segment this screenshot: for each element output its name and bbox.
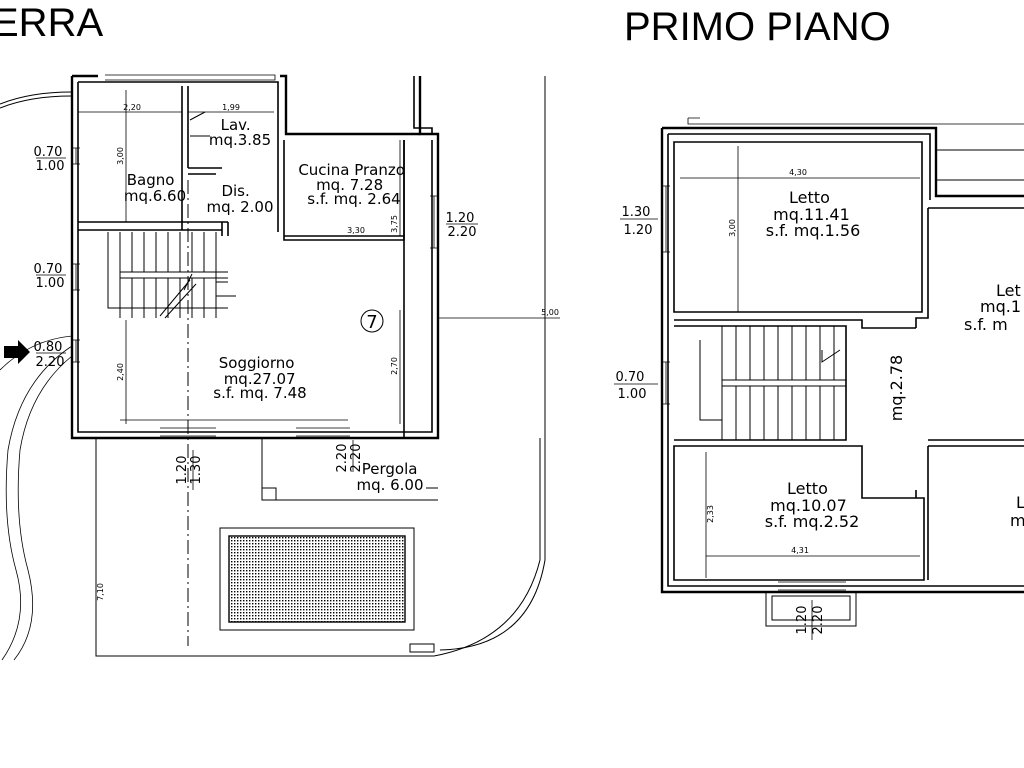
window-label: 0.70 1.00 — [33, 262, 66, 291]
dimension-text: 2,20 — [123, 103, 141, 112]
room-label-letto-3: Letto mq.10.07 s.f. mq.2.52 — [765, 479, 860, 531]
window-label: 1.20 2.20 — [445, 211, 478, 240]
dimension-text: 4,30 — [789, 168, 807, 177]
ground-floor-title: ERRA — [0, 1, 103, 45]
dimension-text: 3,30 — [347, 226, 365, 235]
room-label-dis: Dis. mq. 2.00 — [206, 182, 273, 216]
window-marker — [72, 147, 80, 165]
room-label-lav: Lav. mq.3.85 — [209, 116, 271, 149]
dimension-text: 1,99 — [222, 103, 240, 112]
lot-outline — [95, 438, 434, 657]
pool-outline — [219, 527, 415, 631]
first-floor-title: PRIMO PIANO — [624, 5, 891, 49]
dimension-text: 3,00 — [116, 147, 125, 165]
window-label: 1.30 1.20 — [621, 205, 654, 238]
site-boundary-top — [0, 95, 73, 109]
dimension-text: 3,75 — [390, 215, 399, 233]
dimension-text: 2,40 — [116, 363, 125, 381]
ground-stair — [107, 232, 236, 319]
pergola-outline — [261, 438, 438, 501]
room-label-bagno: Bagno mq.6.60 — [124, 171, 186, 205]
vertical-label: 2.20 — [349, 444, 364, 473]
vertical-label: 1.20 — [795, 606, 810, 635]
unit-number: 7 — [366, 312, 377, 333]
window-label: 0.70 1.00 — [33, 145, 66, 174]
vertical-label: 1.30 — [189, 456, 204, 485]
room-label-soggiorno: Soggiorno mq.27.07 s.f. mq. 7.48 — [213, 354, 306, 402]
vertical-label: 1.20 — [175, 456, 190, 485]
first-exterior-wall — [660, 128, 1024, 594]
dimension-text: 2,33 — [706, 505, 715, 523]
garden-path — [0, 335, 73, 371]
window-label: 0.70 1.00 — [615, 370, 648, 402]
room-label-letto-2: Let mq.1 s.f. m — [964, 281, 1024, 334]
entrance-arrow-icon — [4, 340, 30, 364]
balcony-outline — [765, 592, 857, 627]
room-label-letto-4: L m — [1010, 493, 1024, 530]
dimension-text: 3,00 — [728, 219, 737, 237]
dimension-text: 2,70 — [390, 357, 399, 375]
first-stair — [699, 326, 846, 440]
ground-floor-plan: Lav. mq.3.85 Bagno mq.6.60 Dis. mq. 2.00… — [0, 74, 560, 661]
ground-interior-walls — [181, 86, 189, 230]
room-label-corridor: mq.2.78 — [887, 355, 906, 421]
dimension-text: 5,00 — [541, 308, 559, 317]
vertical-label: 2.20 — [335, 444, 350, 473]
dimension-text: 7,10 — [96, 583, 105, 601]
vertical-label: 2.20 — [811, 606, 826, 635]
room-label-letto-1: Letto mq.11.41 s.f. mq.1.56 — [766, 188, 861, 240]
unit-number-circle — [360, 309, 384, 333]
pool-water — [228, 535, 406, 623]
first-floor-plan: Letto mq.11.41 s.f. mq.1.56 Let mq.1 s.f… — [614, 117, 1024, 640]
room-label-cucina: Cucina Pranzo mq. 7.28 s.f. mq. 2.64 — [298, 161, 409, 208]
window-label: 0.80 2.20 — [33, 340, 66, 370]
ground-exterior-wall — [70, 76, 440, 440]
room-label-pergola: Pergola mq. 6.00 — [356, 460, 423, 494]
dimension-text: 4,31 — [791, 546, 809, 555]
bedroom-3-walls — [673, 445, 925, 581]
